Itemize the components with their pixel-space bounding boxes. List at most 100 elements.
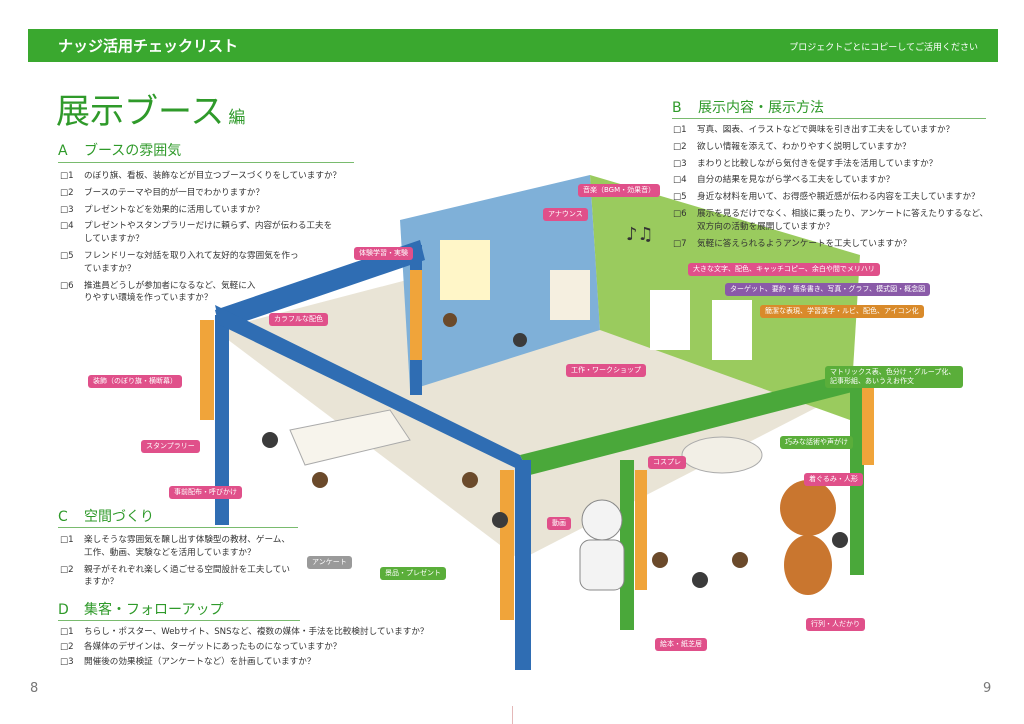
section-b-item-4: □4 自分の結果を見ながら学べる工夫をしていますか？ [673, 174, 989, 187]
item-text: 開催後の効果検証（アンケートなど）を計画していますか？ [84, 656, 316, 667]
tag-target: ターゲット、要約・箇条書き、写真・グラフ、模式図・概念図 [725, 283, 931, 296]
checkbox-label: □1 [60, 627, 74, 637]
banner-front-right [635, 470, 647, 590]
svg-text:♪♫: ♪♫ [626, 224, 654, 245]
tag-taiken: 体験学習・実験 [354, 247, 413, 260]
checkbox-label: □2 [673, 141, 687, 152]
section-a-item-5: □5 フレンドリーな対話を取り入れて友好的な雰囲気を作っていますか？ [60, 250, 304, 276]
section-d-item-3: □3 開催後の効果検証（アンケートなど）を計画していますか？ [60, 656, 460, 669]
section-d-list: □1 ちらし・ポスター、Webサイト、SNSなど、複数の媒体・手法を比較検討してい… [60, 626, 460, 672]
section-d-label: D [58, 602, 69, 618]
back-wall-left [400, 175, 600, 390]
section-c-label: C [58, 509, 68, 525]
checkbox-label: □3 [60, 204, 74, 215]
section-c-title: 空間づくり [84, 509, 154, 525]
checkbox-label: □6 [60, 280, 74, 291]
item-text: プレゼントなどを効果的に活用していますか？ [84, 204, 265, 215]
panel-4 [712, 300, 752, 360]
frame-pillar-right [850, 375, 864, 575]
banner-left [200, 320, 214, 420]
checkbox-label: □1 [673, 125, 687, 135]
section-b-item-3: □3 まわりと比較しながら気付きを促す手法を活用していますか？ [673, 158, 989, 171]
checkbox-label: □3 [60, 656, 74, 667]
checkbox-label: □5 [673, 192, 687, 203]
bear-head [780, 480, 836, 536]
section-a-item-3: □3 プレゼントなどを効果的に活用していますか？ [60, 204, 350, 217]
header-note: プロジェクトごとにコピーしてご活用ください [789, 43, 978, 53]
item-text: 身近な材料を用いて、お得感や親近感が伝わる内容を工夫していますか？ [697, 192, 980, 203]
frame-front-beam-left [215, 305, 530, 475]
header-bar: ナッジ活用チェックリスト プロジェクトごとにコピーしてご活用ください [28, 29, 998, 62]
checkbox-label: □4 [60, 221, 74, 232]
robot-body [579, 539, 625, 591]
section-b-rule [672, 118, 986, 119]
page-title-main: 展示ブース [56, 92, 225, 132]
tag-cosplay: コスプレ [648, 456, 686, 469]
panel-2 [550, 270, 590, 320]
section-a-rule [58, 162, 354, 163]
checkbox-label: □3 [673, 158, 687, 169]
item-text: 欲しい情報を添えて、わかりやすく説明していますか？ [697, 141, 911, 152]
frame-pillar-front-right [620, 460, 634, 630]
tag-ehon: 絵本・紙芝居 [655, 638, 707, 651]
section-d-title: 集客・フォローアップ [84, 602, 224, 618]
item-text: 親子がそれぞれ楽しく過ごせる空間設計を工夫していますか？ [84, 564, 290, 588]
tag-enquete: アンケート [307, 556, 352, 569]
checkbox-label: □7 [673, 238, 687, 249]
item-text: 写真、図表、イラストなどで興味を引き出す工夫をしていますか？ [697, 125, 955, 135]
robot-head [581, 499, 623, 541]
section-b-label: B [672, 100, 682, 116]
checkbox-label: □4 [673, 175, 687, 186]
section-a-item-6: □6 推進員どうしが参加者になるなど、気軽に入りやすい環境を作っていますか？ [60, 280, 259, 306]
page-title: 展示ブース編 [56, 84, 245, 133]
checkbox-label: □2 [60, 564, 74, 575]
panel-3 [650, 290, 690, 350]
section-c-rule [58, 527, 298, 528]
section-d-rule [58, 620, 300, 621]
page-title-sub: 編 [228, 108, 246, 128]
tag-takumi: 巧みな話術や声がけ [780, 436, 853, 449]
tag-kigurumi: 着ぐるみ・人形 [804, 473, 863, 486]
section-a-title: ブースの雰囲気 [84, 143, 182, 159]
item-text: 推進員どうしが参加者になるなど、気軽に入りやすい環境を作っていますか？ [84, 280, 256, 304]
item-text: ちらし・ポスター、Webサイト、SNSなど、複数の媒体・手法を比較検討しています… [84, 627, 429, 637]
checkbox-label: □2 [60, 187, 74, 198]
item-text: プレゼントやスタンプラリーだけに頼らず、内容が伝わる工夫をしていますか？ [84, 221, 333, 245]
section-a-item-1: □1 のぼり旗、看板、装飾などが目立つブースづくりをしていますか？ [60, 170, 350, 183]
frame-pillar-front [515, 460, 531, 670]
section-b-item-5: □5 身近な材料を用いて、お得感や親近感が伝わる内容を工夫していますか？ [673, 191, 989, 204]
checkbox-label: □1 [60, 171, 74, 181]
tag-jizen: 事前配布・呼びかけ [169, 486, 242, 499]
header-title: ナッジ活用チェックリスト [58, 37, 239, 55]
section-d-heading: D 集客・フォローアップ [58, 599, 223, 619]
frame-pillar-mid [410, 245, 422, 395]
tag-kousaku: 工作・ワークショップ [566, 364, 646, 377]
item-text: ブースのテーマや目的が一目でわかりますか？ [84, 187, 265, 198]
tag-keihin: 景品・プレゼント [380, 567, 446, 580]
section-a-item-2: □2 ブースのテーマや目的が一目でわかりますか？ [60, 187, 350, 200]
frame-front-beam-right [520, 370, 860, 475]
tag-douga: 動画 [547, 517, 571, 530]
item-text: フレンドリーな対話を取り入れて友好的な雰囲気を作っていますか？ [84, 250, 299, 274]
section-d-item-1: □1 ちらし・ポスター、Webサイト、SNSなど、複数の媒体・手法を比較検討してい… [60, 626, 460, 639]
checkbox-label: □5 [60, 250, 74, 261]
section-b-item-2: □2 欲しい情報を添えて、わかりやすく説明していますか？ [673, 141, 989, 154]
item-text: 各媒体のデザインは、ターゲットにあったものになっていますか？ [84, 641, 342, 652]
tag-gyouretsu: 行列・人だかり [806, 618, 865, 631]
item-text: 展示を見るだけでなく、相談に乗ったり、アンケートに答えたりするなど、双方向の活動… [697, 208, 989, 232]
center-fold-mark [512, 706, 513, 724]
checkbox-label: □2 [60, 641, 74, 652]
tag-matrix: マトリックス表、色分け・グループ化、記事形組、あいうえお作文 [825, 366, 963, 388]
item-text: まわりと比較しながら気付きを促す手法を活用していますか？ [697, 158, 938, 169]
panel-1 [440, 240, 490, 300]
item-text: 自分の結果を見ながら学べる工夫をしていますか？ [697, 175, 895, 186]
item-text: のぼり旗、看板、装飾などが目立つブースづくりをしていますか？ [84, 171, 342, 181]
frame-pillar-left [215, 315, 229, 525]
item-text: 楽しそうな雰囲気を醸し出す体験型の教材、ゲーム、工作、動画、実験などを活用してい… [84, 535, 290, 558]
page-number-left: 8 [30, 681, 39, 696]
round-table [681, 436, 763, 474]
